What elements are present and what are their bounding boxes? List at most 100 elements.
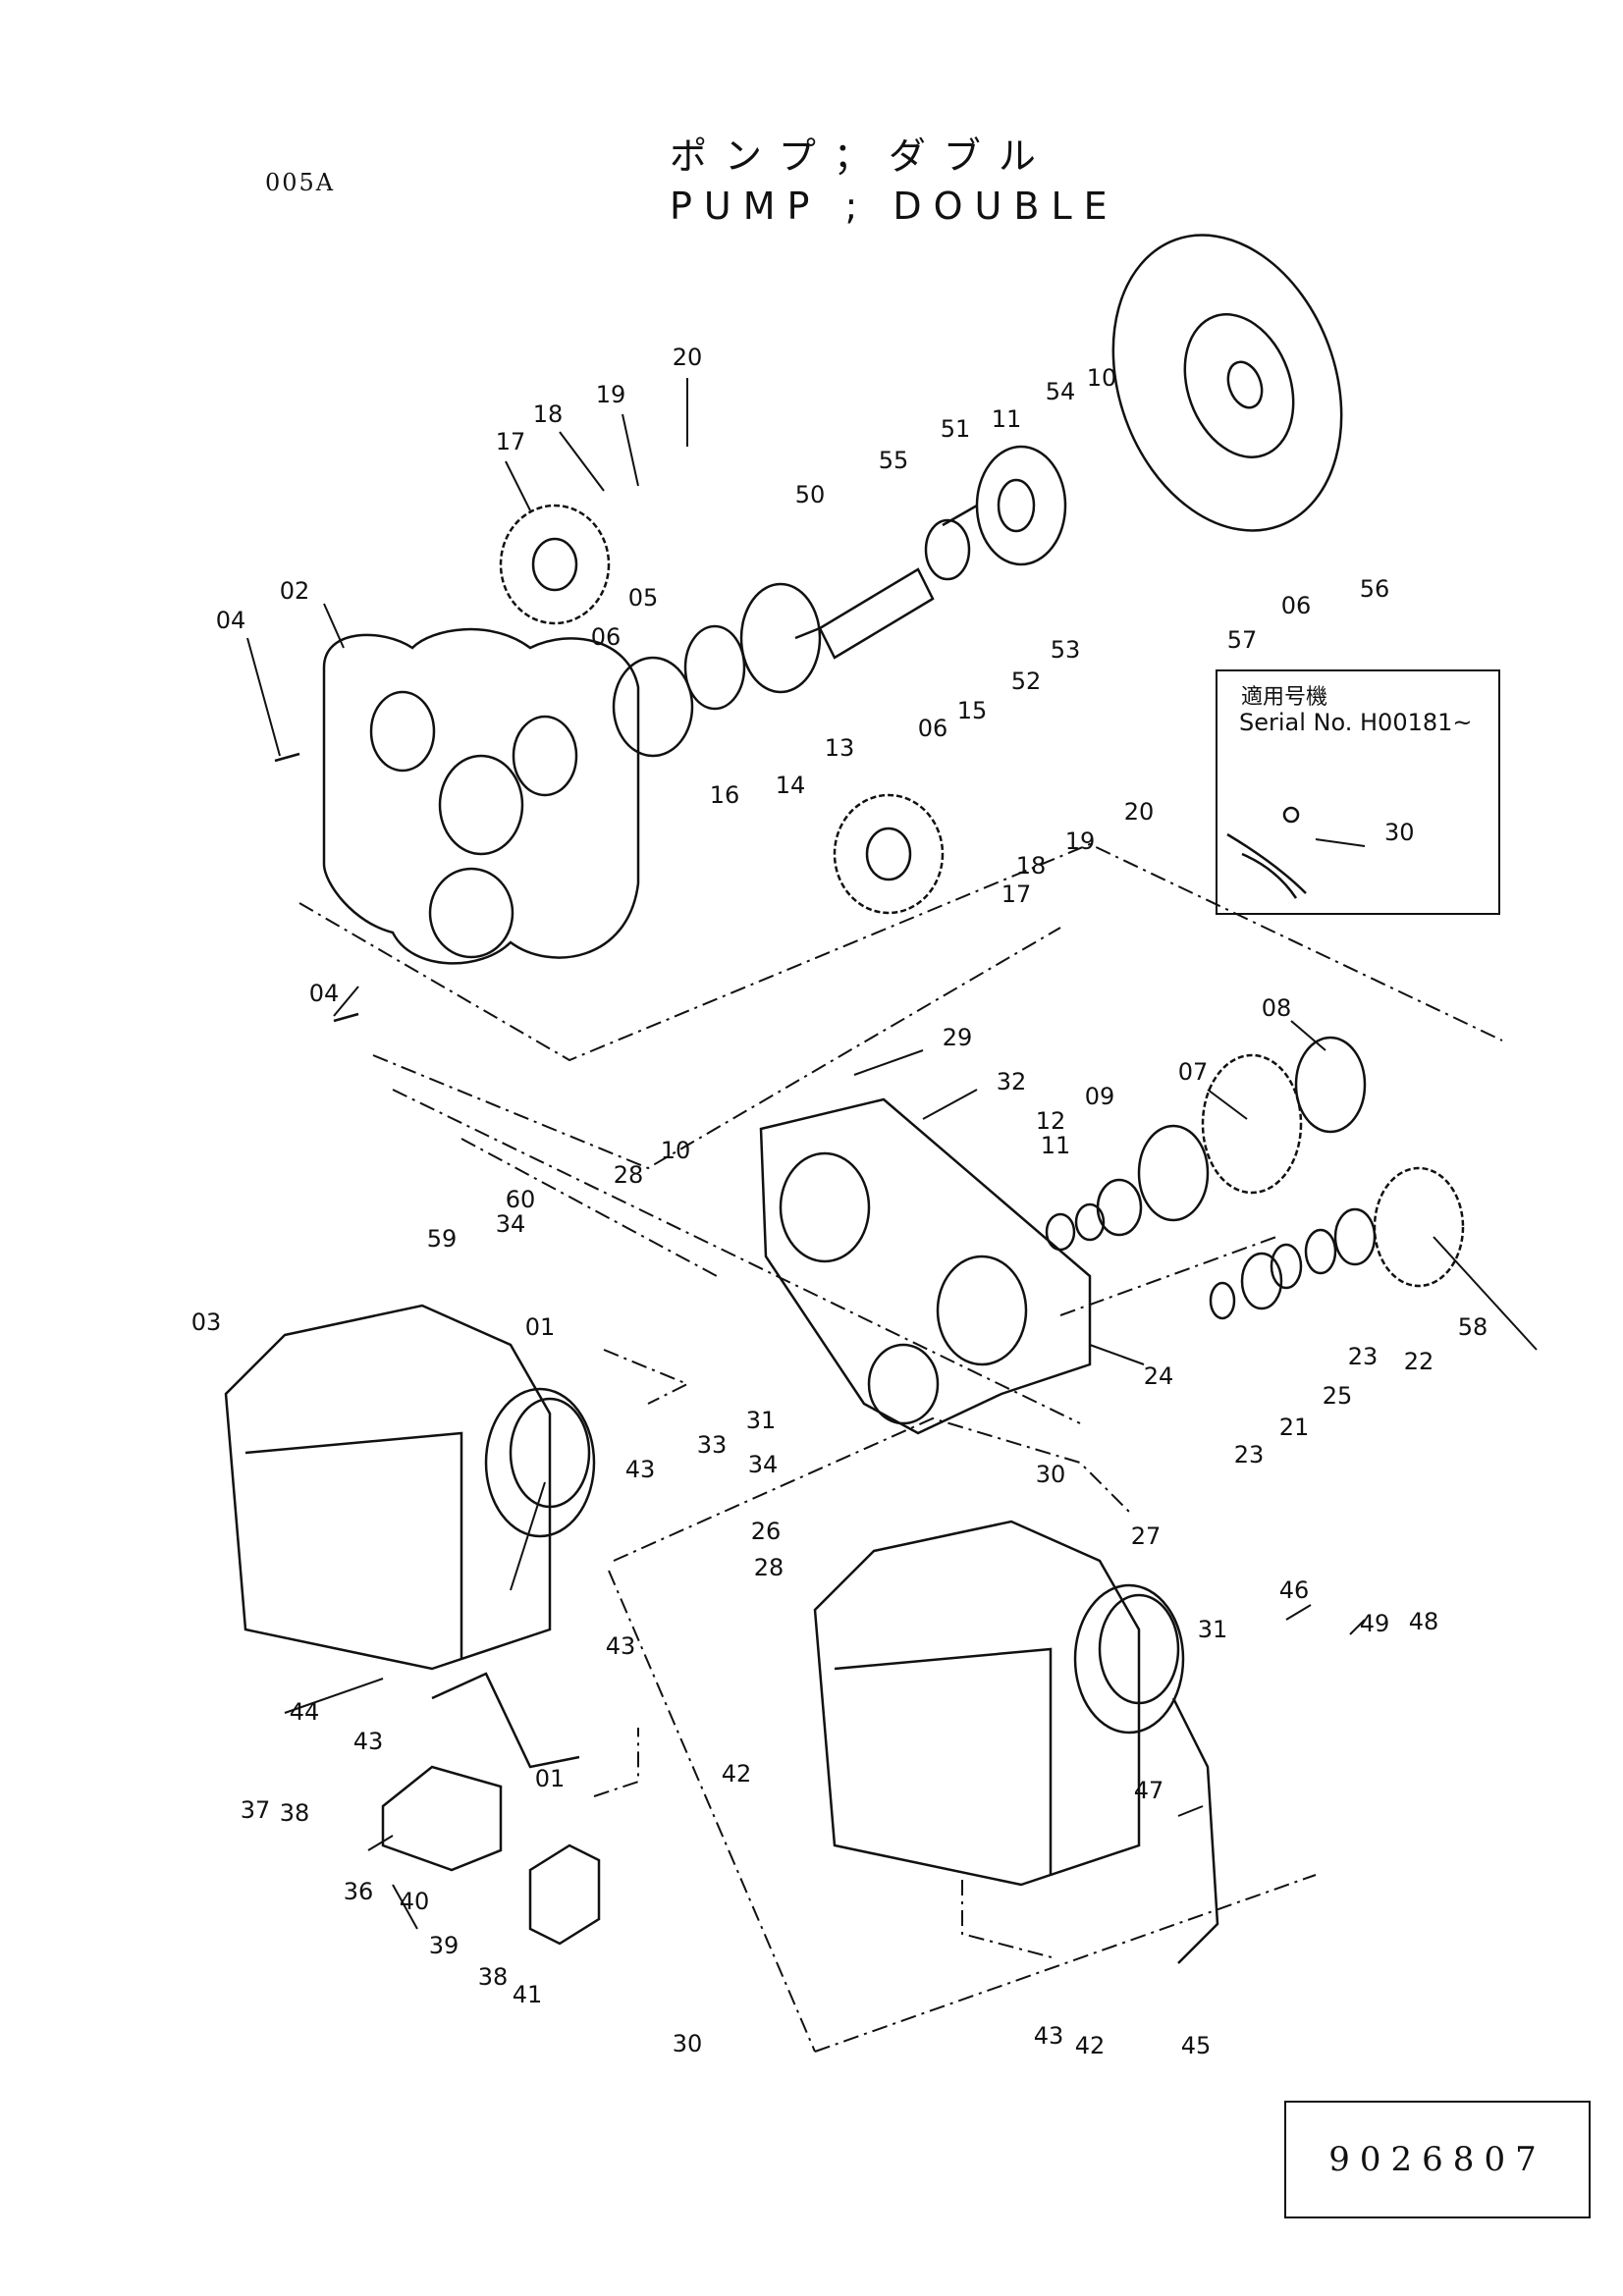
part-callout-07: 07 [1178, 1058, 1209, 1086]
part-callout-24: 24 [1144, 1362, 1174, 1390]
part-callout-60: 60 [506, 1186, 536, 1213]
coupling-hub-drawing [942, 445, 1067, 566]
part-callout-44: 44 [290, 1698, 320, 1726]
part-callout-27: 27 [1131, 1522, 1162, 1550]
part-callout-18: 18 [533, 400, 564, 428]
part-callout-16: 16 [710, 781, 740, 809]
idler-gear-drawing [1209, 1166, 1465, 1320]
part-callout-31: 31 [746, 1407, 777, 1434]
part-callout-57: 57 [1227, 626, 1258, 654]
part-callout-43: 43 [1034, 2022, 1064, 2050]
part-callout-11: 11 [1041, 1132, 1071, 1159]
part-callout-06: 06 [591, 623, 622, 651]
part-callout-36: 36 [344, 1878, 374, 1905]
bearing-cover-drawing [739, 582, 822, 694]
title-english: PUMP ; DOUBLE [670, 185, 1119, 228]
part-callout-20: 20 [1124, 798, 1155, 826]
part-callout-23: 23 [1348, 1343, 1379, 1370]
bearing-drawing [924, 518, 971, 581]
part-callout-01: 01 [525, 1313, 556, 1341]
front-housing-drawing [322, 627, 640, 965]
part-callout-26: 26 [751, 1518, 782, 1545]
part-callout-40: 40 [400, 1888, 430, 1915]
serial-number-text: Serial No. H00181~ [1239, 709, 1473, 736]
part-callout-17: 17 [496, 428, 526, 455]
serial-box-sketch [1226, 806, 1307, 899]
part-callout-25: 25 [1323, 1382, 1353, 1410]
part-callout-54: 54 [1046, 378, 1076, 405]
serial-applicability-box: 適用号機 Serial No. H00181~ 30 [1216, 669, 1500, 915]
part-callout-19: 19 [596, 381, 626, 408]
part-callout-10: 10 [1087, 364, 1117, 392]
part-callout-12: 12 [1036, 1107, 1066, 1135]
part-callout-43: 43 [606, 1632, 636, 1660]
part-callout-42: 42 [722, 1760, 752, 1788]
part-callout-22: 22 [1404, 1348, 1434, 1375]
part-callout-56: 56 [1360, 575, 1390, 603]
part-callout-43: 43 [353, 1728, 384, 1755]
part-callout-06: 06 [1281, 592, 1312, 619]
part-callout-47: 47 [1134, 1777, 1164, 1804]
pump-left-drawing [224, 1304, 596, 1671]
part-callout-33: 33 [697, 1431, 728, 1459]
part-callout-42: 42 [1075, 2032, 1106, 2059]
part-callout-30: 30 [673, 2030, 703, 2057]
part-callout-23: 23 [1234, 1441, 1265, 1468]
part-callout-28: 28 [754, 1554, 784, 1581]
part-callout-19: 19 [1065, 828, 1096, 855]
part-callout-39: 39 [429, 1932, 460, 1959]
page-code: 005A [265, 169, 336, 196]
part-callout-34: 34 [496, 1210, 526, 1238]
part-callout-37: 37 [241, 1796, 271, 1824]
pipe-45-drawing [1171, 1697, 1219, 1964]
part-callout-41: 41 [513, 1981, 543, 2008]
part-callout-28: 28 [614, 1161, 644, 1189]
part-callout-52: 52 [1011, 667, 1042, 695]
gear-shaft-drawing [1045, 1036, 1367, 1252]
pump-right-drawing [813, 1520, 1185, 1887]
drawing-number: 9026807 [1328, 2140, 1546, 2179]
part-callout-38: 38 [478, 1963, 509, 1991]
drawing-number-box: 9026807 [1284, 2101, 1591, 2218]
part-callout-53: 53 [1051, 636, 1081, 664]
part-callout-34: 34 [748, 1451, 779, 1478]
serial-label-jp: 適用号機 [1241, 685, 1328, 710]
gear-upper-drawing [499, 504, 611, 625]
part-callout-46: 46 [1279, 1576, 1310, 1604]
oil-seal-drawing [683, 624, 746, 711]
gear-case-drawing [759, 1097, 1092, 1435]
part-callout-18: 18 [1016, 852, 1047, 880]
serial-box-callout: 30 [1384, 819, 1415, 846]
part-callout-01: 01 [535, 1765, 566, 1792]
part-callout-21: 21 [1279, 1414, 1310, 1441]
part-callout-48: 48 [1409, 1608, 1439, 1635]
part-callout-13: 13 [825, 734, 855, 762]
valve-block-drawing [528, 1843, 601, 1946]
part-callout-43: 43 [625, 1456, 656, 1483]
part-callout-29: 29 [943, 1024, 973, 1051]
o-ring-drawing [612, 656, 694, 758]
part-callout-30: 30 [1036, 1461, 1066, 1488]
part-callout-20: 20 [673, 344, 703, 371]
part-callout-06: 06 [918, 715, 948, 742]
pipe-44-drawing [431, 1672, 580, 1769]
flex-plate-drawing [1111, 234, 1343, 532]
part-callout-15: 15 [957, 697, 988, 724]
part-callout-10: 10 [661, 1137, 691, 1164]
part-callout-14: 14 [776, 772, 806, 799]
part-callout-17: 17 [1001, 881, 1032, 908]
part-callout-55: 55 [879, 447, 909, 474]
part-callout-09: 09 [1085, 1083, 1115, 1110]
part-callout-32: 32 [997, 1068, 1027, 1095]
gear-lower-drawing [833, 793, 945, 915]
part-callout-05: 05 [628, 584, 659, 612]
part-callout-11: 11 [992, 405, 1022, 433]
part-callout-50: 50 [795, 481, 826, 508]
gear-pump-drawing [381, 1765, 503, 1872]
part-callout-59: 59 [427, 1225, 458, 1253]
part-callout-38: 38 [280, 1799, 310, 1827]
part-callout-58: 58 [1458, 1313, 1488, 1341]
title-japanese: ポンプ；ダブル [670, 134, 1054, 178]
part-callout-49: 49 [1360, 1610, 1390, 1637]
